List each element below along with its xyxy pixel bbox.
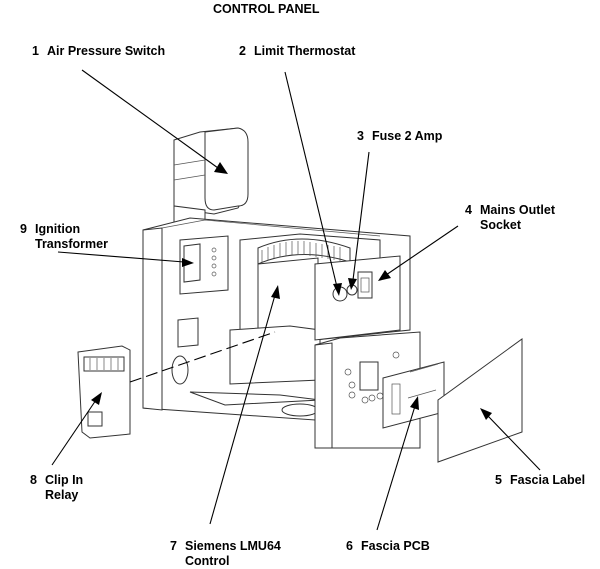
callout-text: Siemens LMU64: [185, 539, 281, 553]
callout-fuse: 3 Fuse 2 Amp: [357, 129, 442, 144]
callout-number: 4: [465, 203, 472, 217]
relay-guide-line: [129, 331, 276, 383]
callout-fascia-pcb: 6 Fascia PCB: [346, 539, 430, 554]
callout-text-line2: Control: [185, 554, 230, 568]
leader-lines: [51, 69, 541, 531]
callout-number: 8: [30, 473, 37, 487]
callout-text-line2: Relay: [45, 488, 79, 502]
callout-text: Mains Outlet: [480, 203, 556, 217]
callout-number: 5: [495, 473, 502, 487]
chassis: [142, 217, 411, 421]
callout-number: 7: [170, 539, 177, 553]
fascia-label-part: [437, 338, 523, 463]
callout-limit-thermostat: 2 Limit Thermostat: [239, 44, 355, 59]
callout-text: Fuse 2 Amp: [372, 129, 443, 143]
callout-text-line2: Transformer: [35, 237, 108, 251]
callout-ignition-transformer: 9 Ignition Transformer: [20, 222, 108, 252]
diagram-title: CONTROL PANEL: [213, 2, 320, 16]
callout-text: Clip In: [45, 473, 84, 487]
callout-number: 3: [357, 129, 364, 143]
callout-text: Air Pressure Switch: [47, 44, 166, 58]
clip-in-relay-part: [77, 345, 131, 439]
callout-number: 1: [32, 44, 39, 58]
callout-text: Fascia Label: [510, 473, 586, 487]
callout-clip-in-relay: 8 Clip In Relay: [30, 473, 83, 503]
callout-siemens-lmu64: 7 Siemens LMU64 Control: [170, 539, 281, 569]
callout-mains-outlet-socket: 4 Mains Outlet Socket: [465, 203, 555, 233]
air-pressure-switch-part: [173, 127, 249, 225]
callout-fascia-label: 5 Fascia Label: [495, 473, 585, 488]
callout-number: 2: [239, 44, 246, 58]
callout-text-line2: Socket: [480, 218, 521, 232]
callout-number: 6: [346, 539, 353, 553]
callout-air-pressure-switch: 1 Air Pressure Switch: [32, 44, 165, 59]
callout-text: Ignition: [35, 222, 81, 236]
callout-text: Fascia PCB: [361, 539, 430, 553]
callout-text: Limit Thermostat: [254, 44, 356, 58]
callout-number: 9: [20, 222, 27, 236]
